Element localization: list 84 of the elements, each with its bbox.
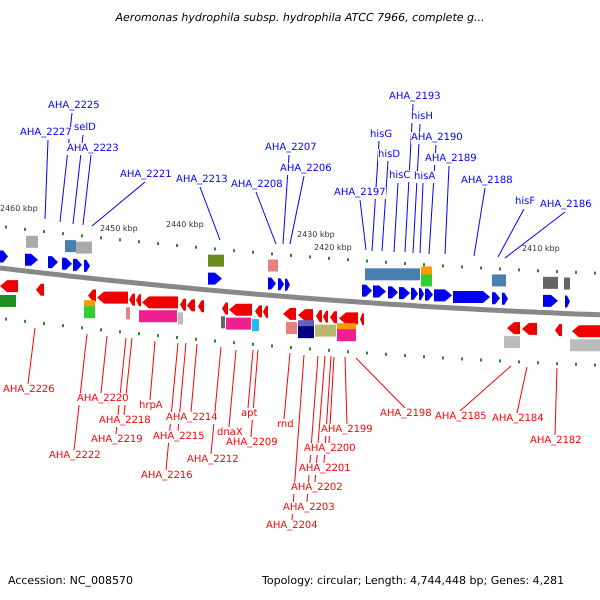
leader-line	[284, 352, 290, 420]
gene-label: AHA_2204	[266, 520, 318, 532]
leader-line	[190, 344, 198, 412]
gene-label: AHA_2202	[291, 482, 343, 494]
gene-label: AHA_2189	[425, 153, 477, 165]
leader-line	[100, 336, 108, 394]
gene-label: AHA_2207	[265, 142, 317, 154]
leader-line	[344, 356, 348, 424]
accession-text: Accession: NC_008570	[8, 575, 134, 587]
leader-line	[248, 350, 254, 408]
gene-label: AHA_2212	[187, 454, 239, 466]
gene-label: AHA_2221	[120, 169, 172, 181]
gene-label: AHA_2216	[141, 470, 193, 482]
gene-label: AHA_2215	[153, 431, 205, 443]
leader-line	[412, 124, 420, 254]
leader-line	[72, 134, 84, 224]
gene-label: AHA_2199	[321, 424, 373, 436]
gene-label: AHA_2186	[540, 199, 592, 211]
leader-line	[92, 182, 146, 226]
gene-label: apt	[241, 408, 258, 420]
leader-line	[328, 356, 334, 444]
leader-line	[282, 154, 290, 244]
leader-line	[74, 334, 88, 450]
leader-line	[150, 340, 156, 400]
gene-label: hisC	[389, 170, 410, 182]
gene-label: AHA_2222	[49, 450, 101, 462]
gene-label: AHA_2206	[280, 163, 332, 175]
leader-line	[250, 350, 258, 438]
gene-label: AHA_2190	[411, 132, 463, 144]
genome-summary-text: Topology: circular; Length: 4,744,448 bp; Genes: 4,281	[262, 575, 564, 587]
leader-line	[82, 154, 92, 226]
gene-label: AHA_2209	[226, 437, 278, 449]
gene-label: hisH	[411, 111, 433, 123]
leader-line	[498, 208, 524, 258]
gene-label: AHA_2226	[3, 384, 55, 396]
leader-line	[460, 366, 512, 412]
leader-line	[474, 188, 486, 256]
scale-label: 2450 kbp	[100, 224, 138, 234]
gene-label: AHA_2201	[299, 463, 351, 475]
gene-label: AHA_2203	[283, 502, 335, 514]
gene-label: hisD	[378, 149, 400, 161]
gene-label: AHA_2200	[304, 443, 356, 455]
gene-label: AHA_2193	[389, 91, 441, 103]
gene-label: AHA_2220	[77, 393, 129, 405]
leader-line	[44, 140, 48, 220]
leader-line	[210, 346, 222, 454]
leader-line	[28, 328, 36, 384]
leader-line	[360, 200, 366, 250]
scale-label: 2410 kbp	[522, 244, 560, 254]
gene-label: AHA_2227	[20, 127, 72, 139]
leader-line	[256, 192, 276, 244]
leader-line	[420, 182, 424, 254]
leader-line	[554, 368, 558, 436]
gene-label: AHA_2197	[334, 187, 386, 199]
leader-line	[394, 182, 398, 252]
leader-line	[382, 160, 388, 252]
gene-label: hisA	[414, 171, 436, 183]
leader-line	[444, 166, 450, 254]
gene-label: AHA_2182	[530, 435, 582, 447]
leader-line	[290, 176, 304, 244]
gene-label: AHA_2185	[435, 411, 487, 423]
gene-label: AHA_2223	[67, 143, 119, 155]
gene-label: hrpA	[139, 400, 163, 412]
gene-label: AHA_2208	[231, 179, 283, 191]
leader-line	[178, 342, 186, 432]
leader-line	[372, 140, 380, 252]
gene-label: AHA_2218	[99, 415, 151, 427]
leader-line	[356, 358, 406, 408]
scale-label: 2460 kbp	[0, 204, 38, 214]
scale-label: 2440 kbp	[166, 220, 204, 230]
leader-line	[404, 104, 414, 252]
leader-line	[504, 212, 566, 258]
leader-line	[200, 186, 220, 240]
scale-label: 2430 kbp	[297, 230, 335, 240]
gene-label: AHA_2225	[48, 100, 100, 112]
gene-label: AHA_2213	[176, 174, 228, 186]
gene-label: AHA_2198	[380, 408, 432, 420]
gene-label: AHA_2214	[166, 412, 218, 424]
gene-label: AHA_2219	[91, 434, 143, 446]
leader-line	[516, 366, 528, 414]
gene-label: AHA_2188	[461, 175, 513, 187]
leader-line	[228, 350, 236, 428]
scale-label: 2420 kbp	[314, 243, 352, 253]
gene-label: AHA_2184	[492, 413, 544, 425]
